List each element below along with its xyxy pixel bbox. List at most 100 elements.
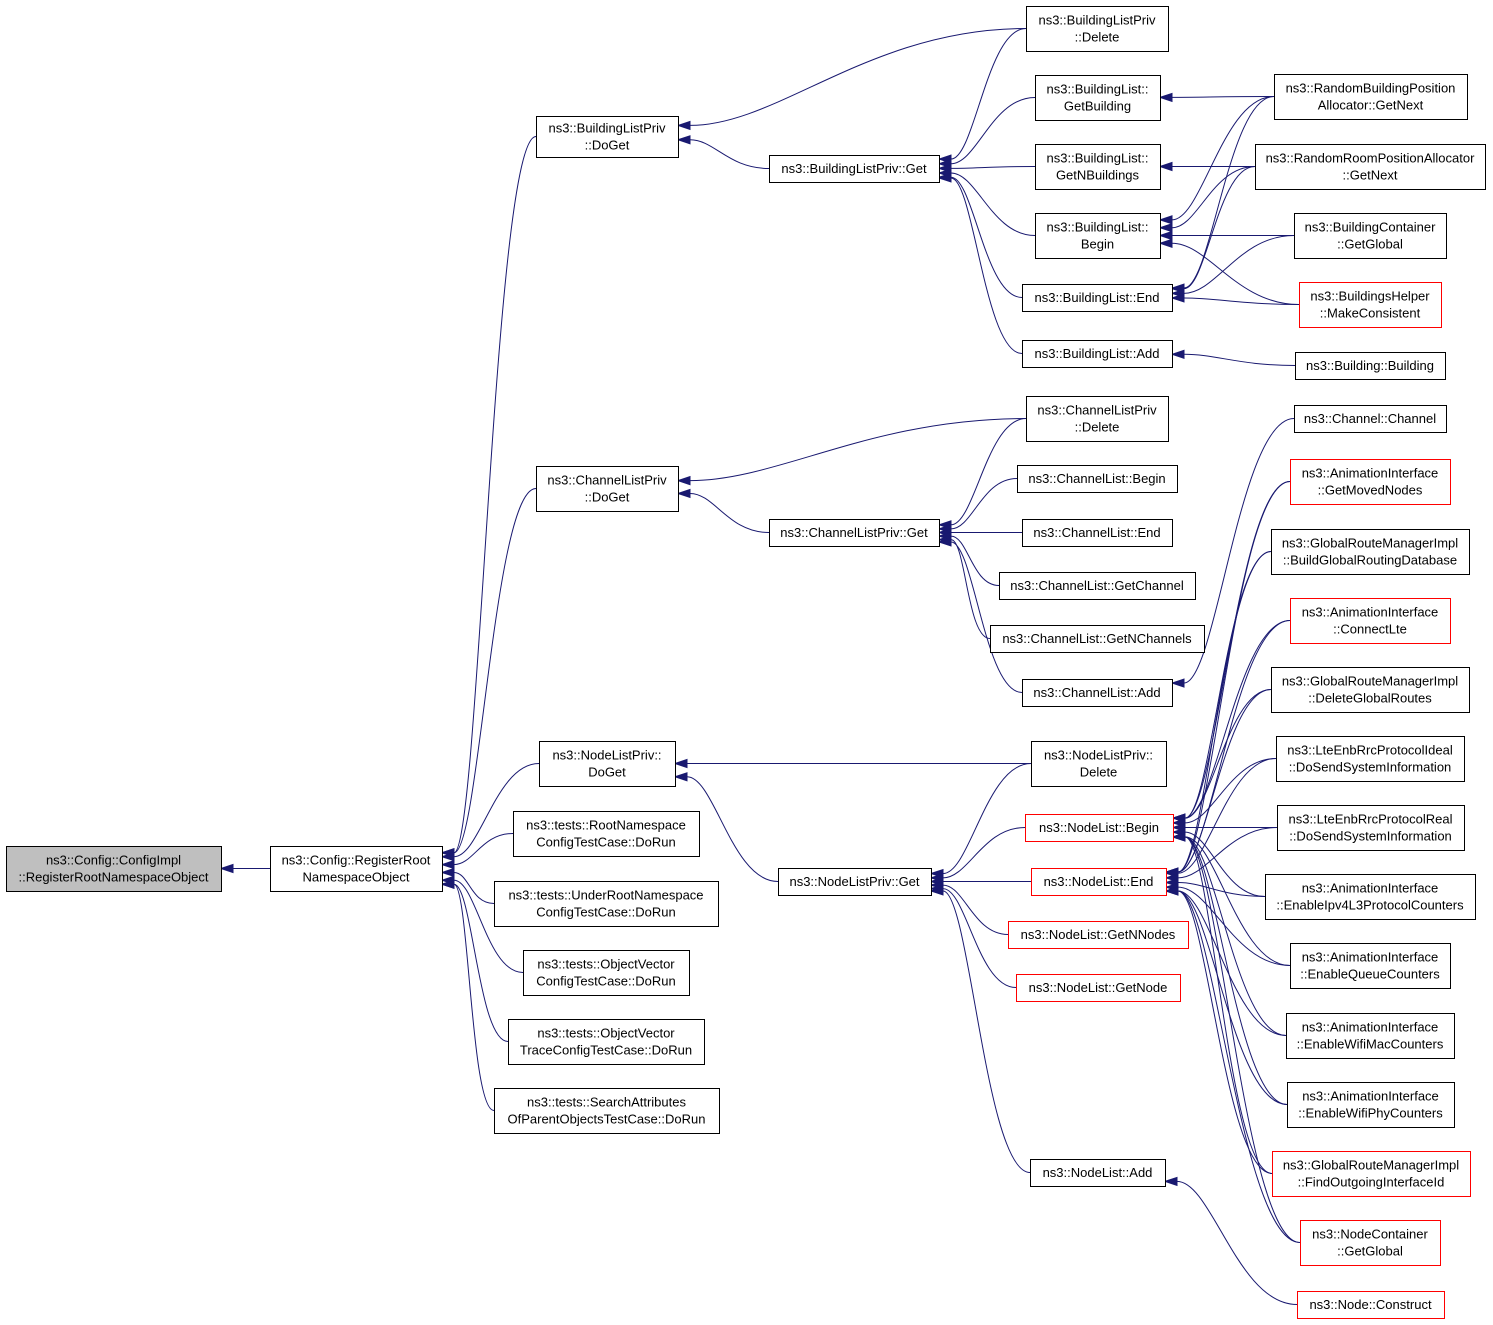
node-nlBegin[interactable]: ns3::NodeList::Begin — [1025, 814, 1174, 842]
edge-arrowhead — [1164, 886, 1179, 896]
node-clBegin[interactable]: ns3::ChannelList::Begin — [1017, 465, 1178, 493]
edge-arrowhead — [676, 120, 691, 131]
node-nlDoGet[interactable]: ns3::NodeListPriv::DoGet — [539, 741, 676, 787]
node-label-line: ns3::AnimationInterface — [1302, 950, 1439, 965]
node-aiMoved[interactable]: ns3::AnimationInterface::GetMovedNodes — [1290, 459, 1451, 505]
node-chDoGet[interactable]: ns3::ChannelListPriv::DoGet — [536, 466, 679, 512]
node-t5[interactable]: ns3::tests::SearchAttributesOfParentObje… — [494, 1088, 720, 1134]
node-clAdd[interactable]: ns3::ChannelList::Add — [1022, 679, 1173, 707]
edge-line — [1177, 890, 1301, 1243]
node-label-line: ::GetGlobal — [1337, 237, 1403, 252]
edge-line — [453, 871, 495, 904]
node-label-line: ns3::BuildingListPriv — [548, 121, 666, 136]
node-rbpa[interactable]: ns3::RandomBuildingPositionAllocator::Ge… — [1274, 74, 1468, 120]
node-box — [1287, 1082, 1455, 1128]
node-label-line: ns3::AnimationInterface — [1302, 466, 1439, 481]
node-aiWifiPhy[interactable]: ns3::AnimationInterface::EnableWifiPhyCo… — [1287, 1082, 1455, 1128]
node-grmDel[interactable]: ns3::GlobalRouteManagerImpl::DeleteGloba… — [1271, 667, 1470, 713]
edge-arrowhead — [676, 475, 691, 486]
edge-line — [1184, 758, 1277, 824]
edge-arrowhead — [1158, 223, 1173, 233]
edge-line — [1183, 418, 1295, 684]
node-label-line: ns3::ChannelListPriv — [1037, 403, 1157, 418]
node-nlGetN[interactable]: ns3::NodeList::GetNNodes — [1008, 921, 1189, 949]
node-aiWifiMac[interactable]: ns3::AnimationInterface::EnableWifiMacCo… — [1286, 1013, 1455, 1059]
node-nlGetNode[interactable]: ns3::NodeList::GetNode — [1016, 974, 1181, 1002]
edge-line — [1171, 242, 1300, 305]
node-bBld[interactable]: ns3::Building::Building — [1295, 352, 1446, 380]
node-label-line: ns3::BuildingList::Add — [1034, 346, 1159, 361]
node-lteIdeal[interactable]: ns3::LteEnbRrcProtocolIdeal::DoSendSyste… — [1276, 736, 1465, 782]
edge-line — [1177, 827, 1278, 879]
node-label-line: Begin — [1081, 237, 1114, 252]
node-nodeCons[interactable]: ns3::Node::Construct — [1297, 1291, 1445, 1319]
node-aiIpv4[interactable]: ns3::AnimationInterface::EnableIpv4L3Pro… — [1265, 874, 1476, 920]
node-t4[interactable]: ns3::tests::ObjectVectorTraceConfigTestC… — [508, 1019, 705, 1065]
node-label-line: ns3::BuildingList:: — [1047, 82, 1149, 97]
node-clGetCh[interactable]: ns3::ChannelList::GetChannel — [999, 572, 1196, 600]
node-box — [1017, 465, 1178, 493]
node-bldDel[interactable]: ns3::BuildingListPriv::Delete — [1026, 6, 1169, 52]
node-label-line: ::RegisterRootNamespaceObject — [18, 870, 208, 885]
node-t2[interactable]: ns3::tests::UnderRootNamespaceConfigTest… — [494, 881, 719, 927]
node-bldDoGet[interactable]: ns3::BuildingListPriv::DoGet — [536, 116, 679, 158]
node-box — [494, 881, 719, 927]
edge-line — [942, 890, 1031, 1173]
node-blAdd[interactable]: ns3::BuildingList::Add — [1022, 340, 1173, 368]
node-root[interactable]: ns3::Config::ConfigImpl::RegisterRootNam… — [6, 846, 222, 892]
edge-line — [1183, 96, 1275, 289]
node-label-line: ::FindOutgoingInterfaceId — [1298, 1175, 1445, 1190]
node-box — [1022, 284, 1173, 312]
node-ncGG[interactable]: ns3::NodeContainer::GetGlobal — [1300, 1220, 1441, 1266]
node-label-line: ns3::BuildingContainer — [1305, 220, 1436, 235]
node-aiLte[interactable]: ns3::AnimationInterface::ConnectLte — [1290, 598, 1451, 644]
node-rrpa[interactable]: ns3::RandomRoomPositionAllocator::GetNex… — [1255, 144, 1486, 190]
node-reg[interactable]: ns3::Config::RegisterRootNamespaceObject — [270, 846, 443, 892]
node-lteReal[interactable]: ns3::LteEnbRrcProtocolReal::DoSendSystem… — [1277, 805, 1465, 851]
node-grmFind[interactable]: ns3::GlobalRouteManagerImpl::FindOutgoin… — [1272, 1151, 1471, 1197]
node-bhMC[interactable]: ns3::BuildingsHelper::MakeConsistent — [1299, 282, 1442, 328]
node-aiQueue[interactable]: ns3::AnimationInterface::EnableQueueCoun… — [1290, 943, 1451, 989]
node-t1[interactable]: ns3::tests::RootNamespaceConfigTestCase:… — [513, 811, 700, 857]
node-box — [1271, 529, 1470, 575]
node-label-line: ::BuildGlobalRoutingDatabase — [1283, 553, 1457, 568]
edge-line — [689, 492, 770, 533]
node-clGetN[interactable]: ns3::ChannelList::GetNChannels — [990, 625, 1205, 653]
node-blGetN[interactable]: ns3::BuildingList::GetNBuildings — [1035, 144, 1161, 190]
node-t3[interactable]: ns3::tests::ObjectVectorConfigTestCase::… — [523, 950, 690, 996]
node-label-line: ns3::Channel::Channel — [1304, 411, 1436, 426]
node-blGetB[interactable]: ns3::BuildingList::GetBuilding — [1035, 75, 1161, 121]
node-box — [1277, 805, 1465, 851]
node-nlAdd[interactable]: ns3::NodeList::Add — [1030, 1159, 1166, 1187]
node-blBegin[interactable]: ns3::BuildingList::Begin — [1035, 213, 1161, 259]
node-box — [1022, 679, 1173, 707]
edge-chGet-to-chDoGet — [676, 488, 770, 533]
node-label-line: Allocator::GetNext — [1318, 98, 1424, 113]
node-nlGet[interactable]: ns3::NodeListPriv::Get — [778, 868, 932, 896]
node-label-line: ns3::AnimationInterface — [1302, 605, 1439, 620]
node-chCh[interactable]: ns3::Channel::Channel — [1294, 405, 1447, 433]
edge-line — [950, 97, 1036, 165]
node-box — [1295, 352, 1446, 380]
node-clEnd[interactable]: ns3::ChannelList::End — [1022, 519, 1173, 547]
node-nlEnd[interactable]: ns3::NodeList::End — [1031, 868, 1167, 896]
edge-aiWifiPhy-to-nlBegin — [1171, 832, 1288, 1105]
node-chDel[interactable]: ns3::ChannelListPriv::Delete — [1026, 396, 1169, 442]
node-chGet[interactable]: ns3::ChannelListPriv::Get — [769, 519, 940, 547]
edge-arrowhead — [676, 488, 691, 499]
edge-t1-to-reg — [440, 833, 514, 870]
node-label-line: ns3::BuildingList:: — [1047, 220, 1149, 235]
node-nlDel[interactable]: ns3::NodeListPriv::Delete — [1031, 741, 1167, 787]
edge-nlGet-to-nlDoGet — [673, 772, 779, 882]
node-box — [6, 846, 222, 892]
edge-line — [1184, 836, 1301, 1243]
node-box — [1299, 282, 1442, 328]
node-blEnd[interactable]: ns3::BuildingList::End — [1022, 284, 1173, 312]
node-grmBuild[interactable]: ns3::GlobalRouteManagerImpl::BuildGlobal… — [1271, 529, 1470, 575]
edge-line — [942, 884, 1009, 935]
node-label-line: ::DoSendSystemInformation — [1289, 829, 1452, 844]
edge-line — [1171, 96, 1275, 221]
node-bldGet[interactable]: ns3::BuildingListPriv::Get — [769, 155, 940, 183]
node-bcGG[interactable]: ns3::BuildingContainer::GetGlobal — [1294, 213, 1447, 259]
